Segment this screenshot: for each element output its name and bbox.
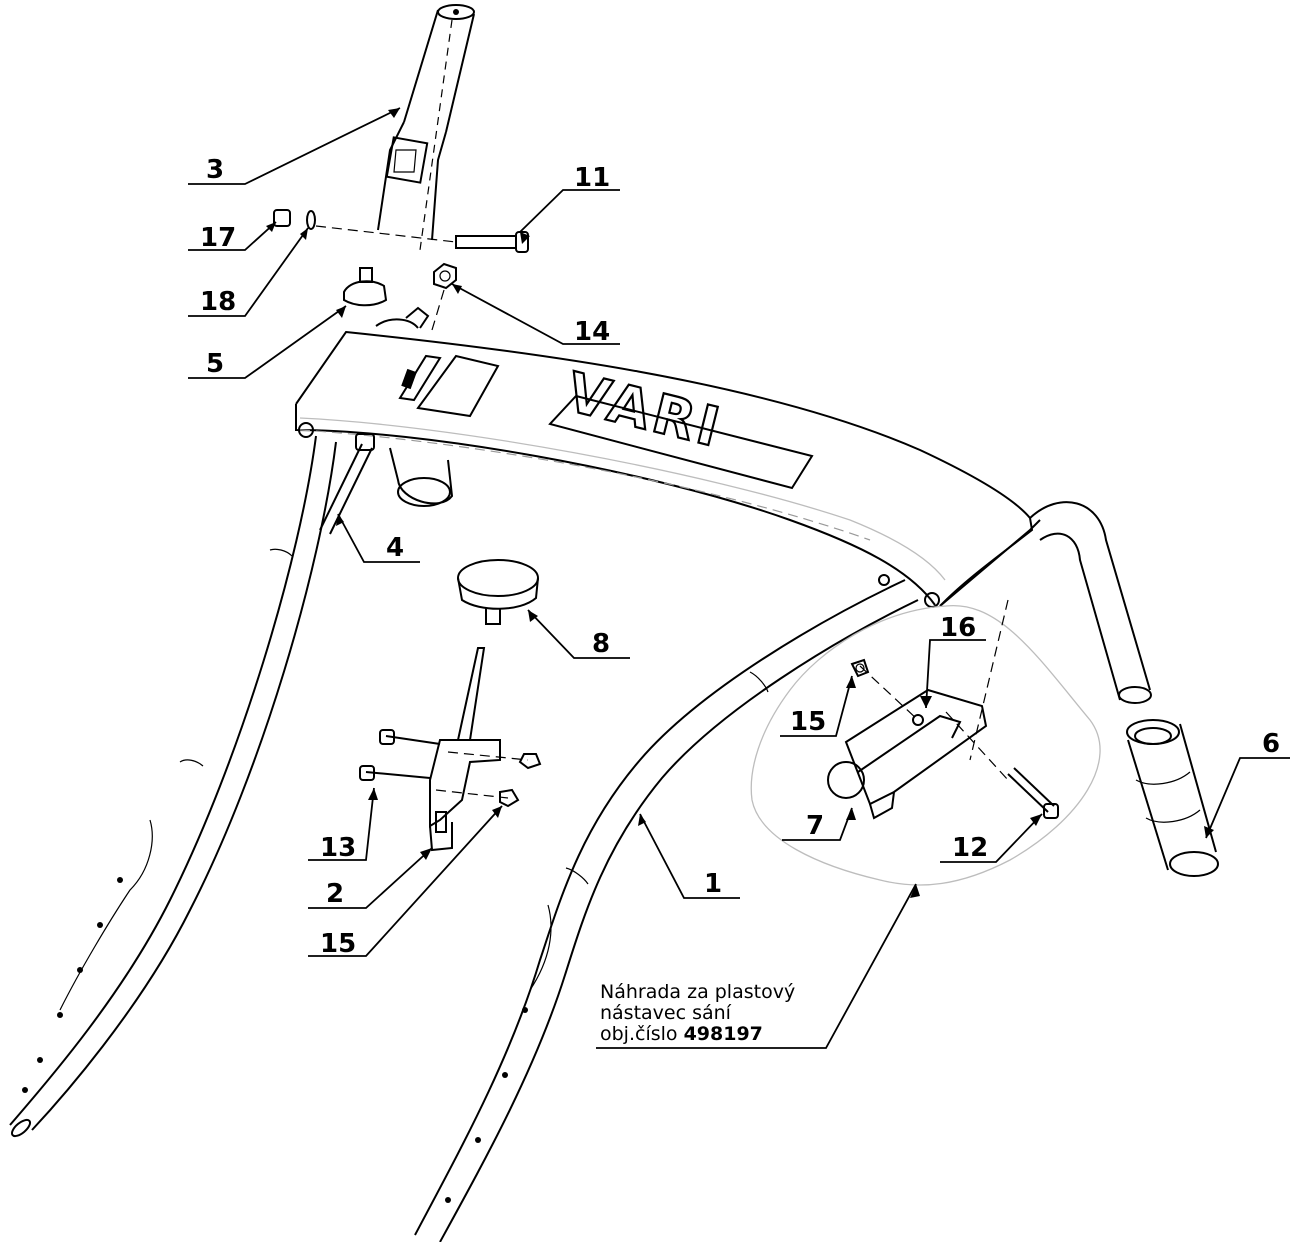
callout-7: 7 (782, 807, 853, 841)
label-7: 7 (806, 811, 824, 841)
arrowheads (266, 108, 1214, 860)
callout-1: 1 (639, 813, 740, 899)
right-handle-tube (414, 579, 919, 1242)
label-18: 18 (200, 287, 236, 317)
note-line-2: nástavec sání (600, 1002, 731, 1024)
label-4: 4 (386, 533, 404, 563)
callout-12: 12 (940, 813, 1043, 863)
part-18-washer (306, 210, 316, 230)
callout-15-detail: 15 (780, 675, 853, 737)
label-16: 16 (940, 613, 976, 643)
label-15-lower: 15 (320, 929, 356, 959)
label-13: 13 (320, 833, 356, 863)
label-1: 1 (704, 869, 722, 899)
label-17: 17 (200, 223, 236, 253)
intake-detail (750, 599, 1101, 886)
replacement-note: Náhrada za plastový nástavec sání obj.čí… (600, 982, 795, 1045)
callout-4: 4 (337, 513, 420, 563)
callout-8: 8 (527, 609, 630, 659)
callout-3: 3 (188, 107, 401, 185)
vari-logo: VARI (561, 361, 729, 460)
part-5-lever (343, 267, 430, 329)
cross-bar: VARI (295, 330, 1041, 608)
label-2: 2 (326, 879, 344, 909)
callout-17: 17 (188, 221, 277, 253)
label-3: 3 (206, 155, 224, 185)
part-17-nut (273, 209, 291, 227)
callout-6: 6 (1205, 729, 1290, 839)
callout-16: 16 (925, 613, 986, 709)
callout-14: 14 (451, 283, 620, 347)
callout-18: 18 (188, 227, 309, 317)
note-line-3: obj.číslo 498197 (600, 1024, 795, 1045)
callout-11: 11 (519, 163, 620, 233)
label-11: 11 (574, 163, 610, 193)
callout-15-lower: 15 (308, 805, 503, 959)
left-handle-tube (9, 435, 337, 1138)
label-8: 8 (592, 629, 610, 659)
callout-2: 2 (308, 847, 433, 909)
callout-13: 13 (308, 787, 375, 863)
part-14-nut (431, 262, 457, 331)
label-6: 6 (1262, 729, 1280, 759)
callout-note (596, 883, 920, 1049)
callout-5: 5 (188, 305, 347, 379)
label-12: 12 (952, 833, 988, 863)
part-3-upper-tube (377, 4, 475, 251)
part-6-grip (1029, 501, 1219, 877)
note-order-prefix: obj.číslo (600, 1023, 678, 1045)
part-4-rod (319, 433, 375, 535)
handle-clamp (389, 447, 454, 507)
label-15-detail: 15 (790, 707, 826, 737)
part-11-bolt (315, 225, 529, 253)
part-8-knob (457, 559, 539, 625)
label-14: 14 (574, 317, 610, 347)
note-order-number: 498197 (683, 1023, 763, 1045)
part-2-throttle (359, 647, 542, 852)
note-line-1: Náhrada za plastový (600, 981, 796, 1003)
label-5: 5 (206, 349, 224, 379)
